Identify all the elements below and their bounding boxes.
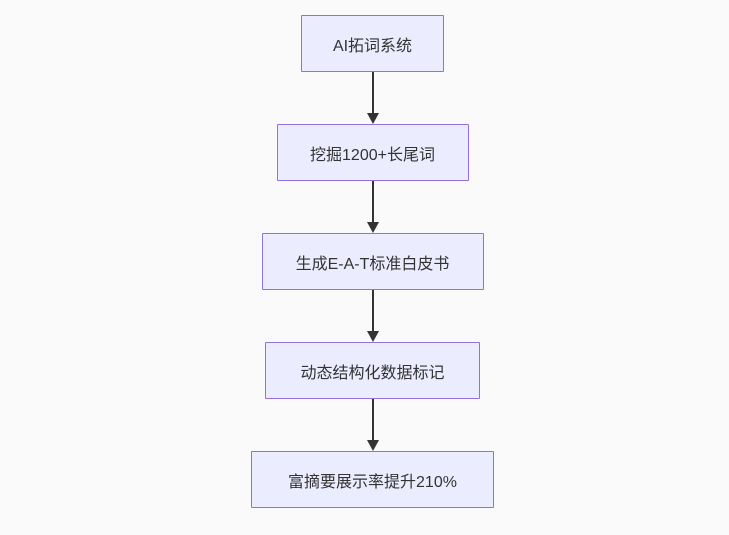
flow-node-rich-snippet-uplift: 富摘要展示率提升210%	[251, 451, 494, 508]
node-label: 挖掘1200+长尾词	[310, 146, 435, 164]
arrow-head-icon	[366, 113, 379, 124]
node-label: 富摘要展示率提升210%	[288, 473, 457, 491]
flow-arrow-3	[365, 290, 381, 342]
arrow-line	[371, 290, 374, 334]
arrow-head-icon	[366, 331, 379, 342]
arrow-line	[371, 181, 374, 225]
arrow-head-icon	[366, 440, 379, 451]
flow-arrow-2	[365, 181, 381, 233]
node-label: AI拓词系统	[332, 37, 413, 55]
arrow-line	[371, 72, 374, 116]
flow-arrow-1	[365, 72, 381, 124]
arrow-line	[371, 399, 374, 443]
flow-node-longtail-mining: 挖掘1200+长尾词	[276, 124, 469, 181]
flow-node-eat-whitepaper: 生成E-A-T标准白皮书	[261, 233, 484, 290]
arrow-head-icon	[366, 222, 379, 233]
flowchart: AI拓词系统 挖掘1200+长尾词 生成E-A-T标准白皮书 动态结构化数据标记	[8, 0, 729, 508]
node-label: 生成E-A-T标准白皮书	[295, 255, 450, 273]
flow-node-ai-keyword-system: AI拓词系统	[301, 15, 444, 72]
flow-node-structured-data-markup: 动态结构化数据标记	[265, 342, 480, 399]
flow-arrow-4	[365, 399, 381, 451]
node-label: 动态结构化数据标记	[300, 364, 445, 382]
